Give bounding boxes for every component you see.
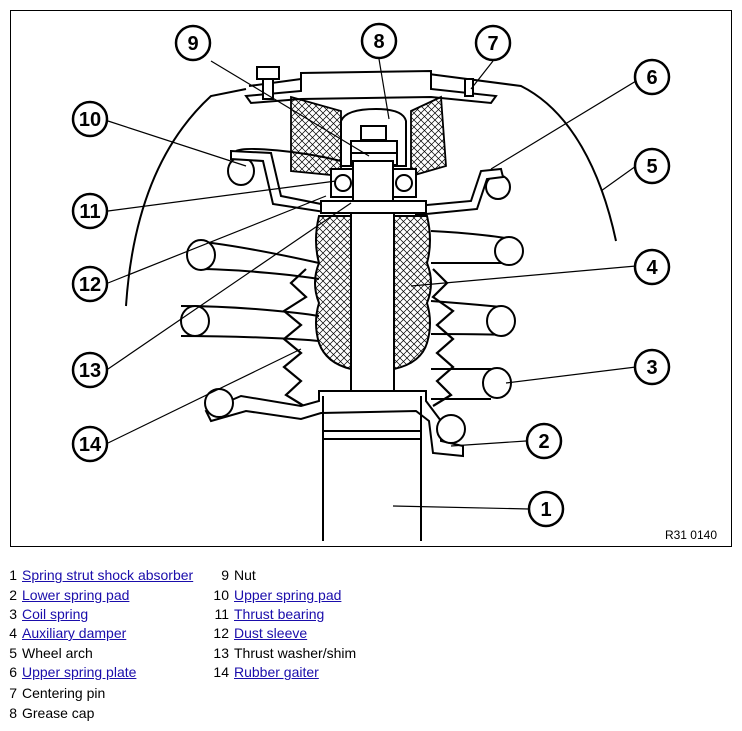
callout-8-circle bbox=[360, 22, 398, 60]
legend-number: 4 bbox=[9, 625, 17, 641]
callout-3-circle bbox=[633, 348, 671, 386]
legend-number: 10 bbox=[213, 587, 229, 603]
callout-13: 13 bbox=[79, 360, 101, 382]
legend-link-thrust-bearing[interactable]: Thrust bearing bbox=[234, 606, 325, 622]
callout-11: 11 bbox=[79, 201, 100, 223]
legend-item-2[interactable]: 2 Lower spring pad bbox=[0, 586, 129, 604]
lower-spring-seat bbox=[204, 388, 466, 458]
legend-number: 9 bbox=[221, 567, 229, 583]
callout-10: 10 bbox=[79, 109, 101, 131]
callout-labels: 9 8 7 6 5 10 11 12 13 14 4 3 2 1 bbox=[79, 31, 659, 521]
callout-9: 9 bbox=[187, 33, 198, 55]
callout-5-circle bbox=[633, 147, 671, 185]
callout-5: 5 bbox=[646, 156, 657, 178]
legend-number: 1 bbox=[9, 567, 17, 583]
legend-number: 11 bbox=[214, 606, 229, 622]
callout-6: 6 bbox=[646, 67, 657, 89]
callout-10-circle bbox=[71, 100, 109, 138]
legend-link-auxiliary-damper[interactable]: Auxiliary damper bbox=[22, 625, 127, 641]
callout-7-circle bbox=[474, 24, 512, 62]
legend-item-10[interactable]: 10 Upper spring pad bbox=[205, 586, 341, 604]
figure-reference-code: R31 0140 bbox=[664, 528, 717, 542]
callout-14-circle bbox=[71, 425, 109, 463]
callout-9-circle bbox=[174, 24, 212, 62]
legend-link-lower-spring-pad[interactable]: Lower spring pad bbox=[22, 587, 130, 603]
callout-3: 3 bbox=[646, 357, 657, 379]
thrust-washer bbox=[320, 200, 427, 214]
legend-link-dust-sleeve[interactable]: Dust sleeve bbox=[234, 625, 308, 641]
legend-text-centering-pin: Centering pin bbox=[22, 685, 106, 701]
legend-number: 6 bbox=[9, 664, 17, 680]
callout-11-circle bbox=[71, 192, 109, 230]
legend-link-spring-strut-shock-absorber[interactable]: Spring strut shock absorber bbox=[22, 567, 194, 583]
callout-1-circle bbox=[527, 490, 565, 528]
callout-14: 14 bbox=[79, 434, 102, 456]
legend-number: 13 bbox=[213, 645, 229, 661]
legend-number: 3 bbox=[9, 606, 17, 622]
legend-text-thrust-washer: Thrust washer/shim bbox=[234, 645, 357, 661]
callout-2: 2 bbox=[538, 431, 549, 453]
top-mount bbox=[244, 66, 498, 105]
callout-1: 1 bbox=[540, 499, 551, 521]
callout-6-circle bbox=[633, 58, 671, 96]
legend-link-upper-spring-pad[interactable]: Upper spring pad bbox=[234, 587, 342, 603]
legend-item-14[interactable]: 14 Rubber gaiter bbox=[205, 663, 319, 681]
legend-text-nut: Nut bbox=[234, 567, 256, 583]
legend-item-3[interactable]: 3 Coil spring bbox=[0, 605, 88, 623]
legend-number: 5 bbox=[9, 645, 17, 661]
legend-text-grease-cap: Grease cap bbox=[22, 705, 95, 721]
callout-8: 8 bbox=[373, 31, 384, 53]
legend-item-13: 13 Thrust washer/shim bbox=[205, 644, 356, 662]
legend-number: 14 bbox=[213, 664, 229, 680]
legend-number: 12 bbox=[213, 625, 229, 641]
piston-rod bbox=[350, 160, 395, 397]
legend-item-6[interactable]: 6 Upper spring plate bbox=[0, 663, 136, 681]
callout-4-circle bbox=[633, 248, 671, 286]
legend-item-12[interactable]: 12 Dust sleeve bbox=[205, 624, 307, 642]
legend-item-5: 5 Wheel arch bbox=[0, 644, 93, 662]
legend-item-9: 9 Nut bbox=[205, 566, 256, 584]
legend-text-wheel-arch: Wheel arch bbox=[22, 645, 93, 661]
legend-link-upper-spring-plate[interactable]: Upper spring plate bbox=[22, 664, 137, 680]
callout-7: 7 bbox=[487, 33, 498, 55]
callout-2-circle bbox=[525, 422, 563, 460]
callout-12-circle bbox=[71, 265, 109, 303]
strut-drawing: 9 8 7 6 5 10 11 12 13 14 4 3 2 1 bbox=[71, 22, 671, 541]
legend-number: 7 bbox=[9, 685, 17, 701]
legend-item-1[interactable]: 1 Spring strut shock absorber bbox=[0, 566, 193, 584]
auxiliary-damper bbox=[314, 215, 432, 371]
leader-lines bbox=[107, 58, 637, 510]
callout-13-circle bbox=[71, 351, 109, 389]
callout-12: 12 bbox=[79, 274, 101, 296]
callout-circles bbox=[71, 22, 671, 528]
legend-number: 8 bbox=[9, 705, 17, 721]
legend-item-4[interactable]: 4 Auxiliary damper bbox=[0, 624, 126, 642]
legend-item-8: 8 Grease cap bbox=[0, 704, 94, 722]
legend-link-rubber-gaiter[interactable]: Rubber gaiter bbox=[234, 664, 319, 680]
legend-item-7: 7 Centering pin bbox=[0, 684, 105, 702]
coil-spring-back bbox=[180, 230, 524, 400]
strut-diagram: 9 8 7 6 5 10 11 12 13 14 4 3 2 1 R31 014… bbox=[10, 10, 732, 547]
parts-legend: 1 Spring strut shock absorber 2 Lower spri… bbox=[0, 566, 742, 731]
wheel-arch bbox=[125, 71, 617, 307]
legend-number: 2 bbox=[9, 587, 17, 603]
rubber-gaiter bbox=[282, 268, 455, 407]
callout-4: 4 bbox=[646, 257, 658, 279]
shock-absorber-body bbox=[322, 396, 422, 541]
legend-link-coil-spring[interactable]: Coil spring bbox=[22, 606, 89, 622]
legend-item-11[interactable]: 11 Thrust bearing bbox=[205, 605, 324, 623]
